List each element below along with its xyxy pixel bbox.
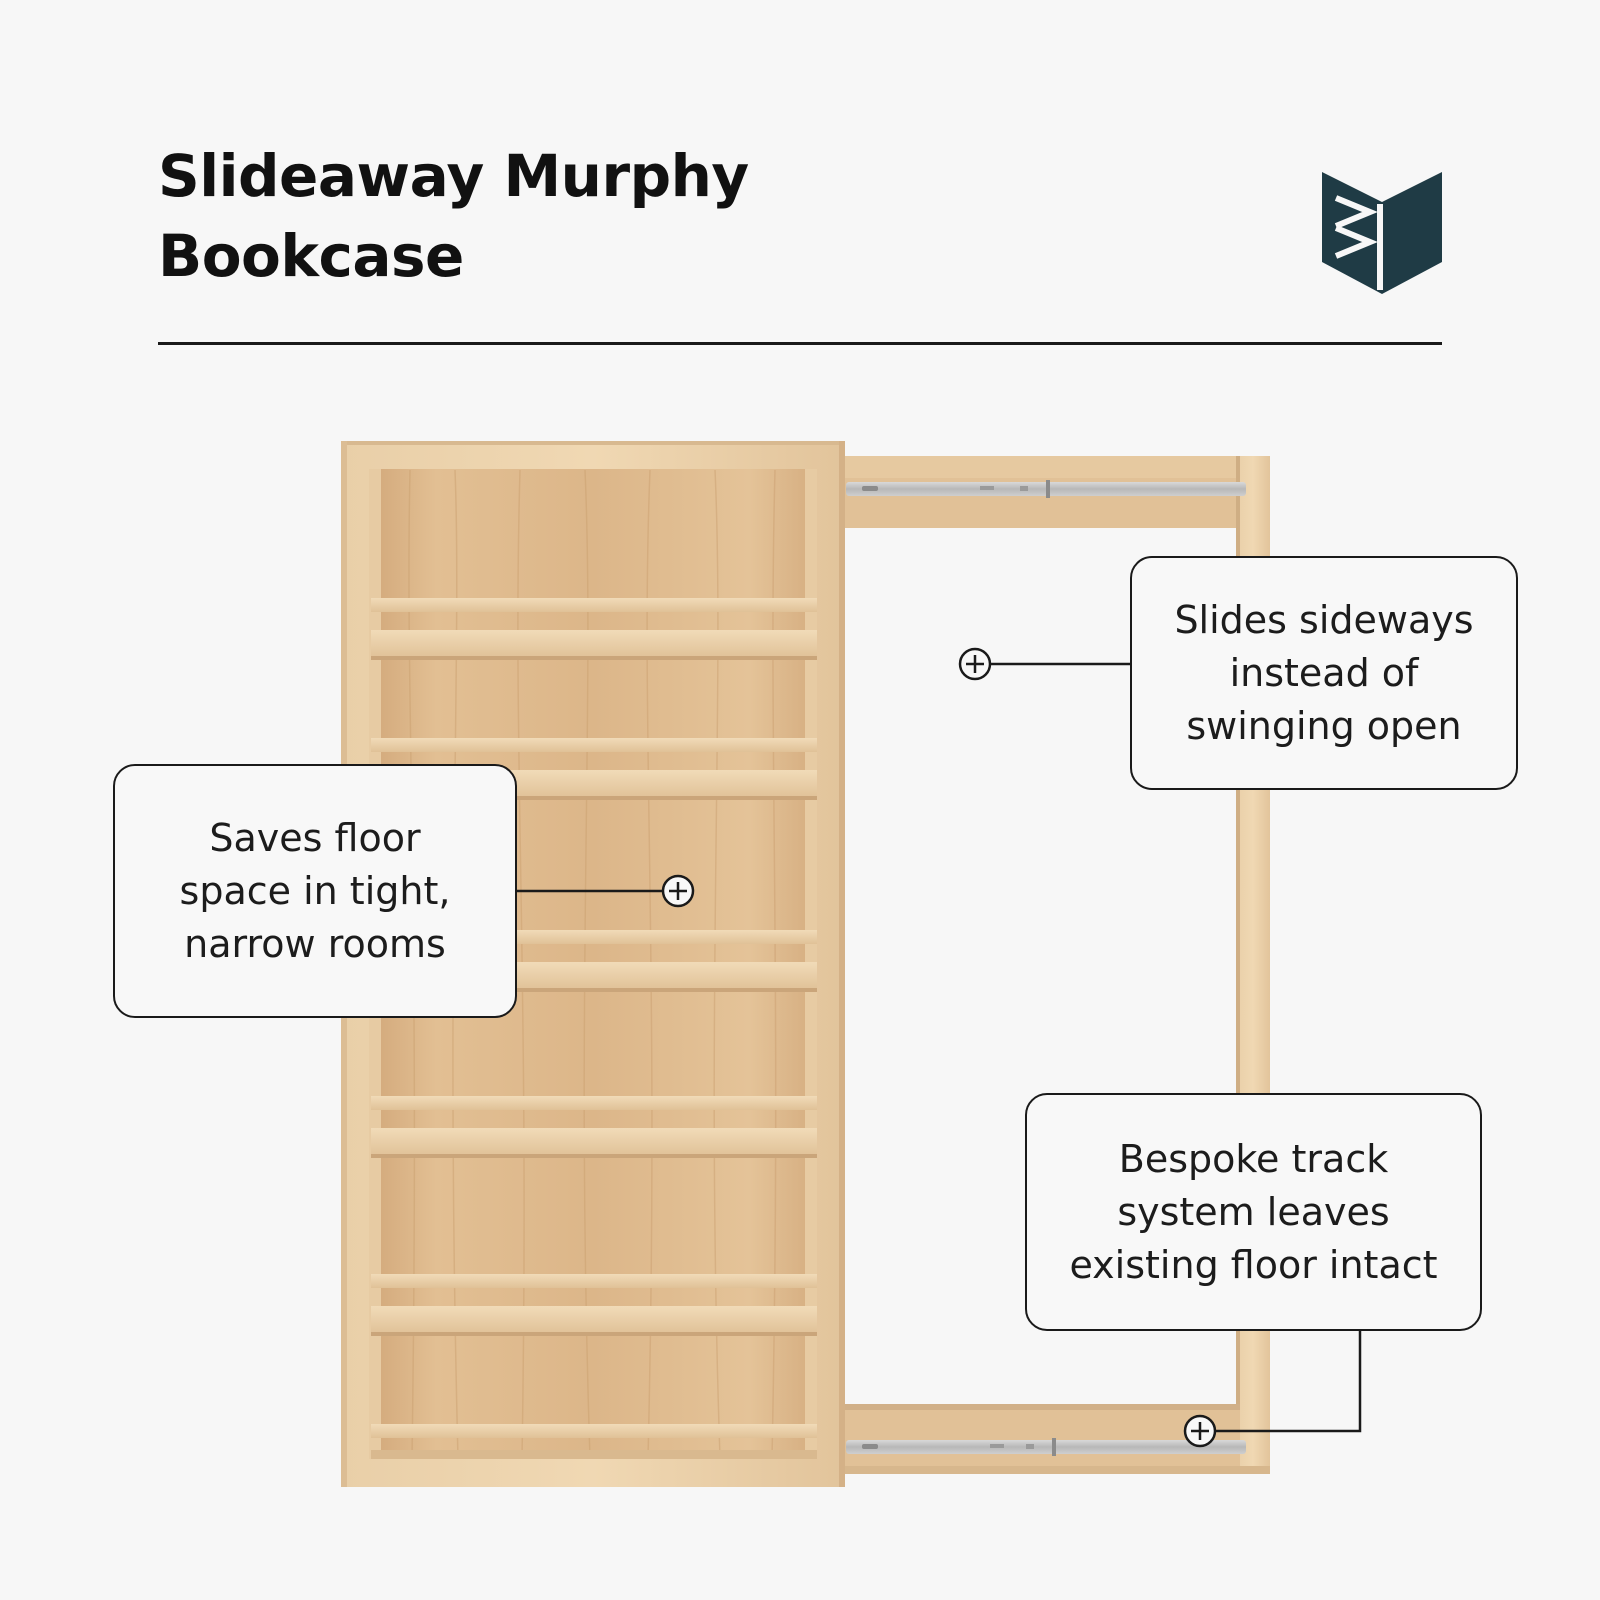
page-title: Slideaway Murphy Bookcase — [158, 136, 749, 296]
plus-circle-icon[interactable] — [1183, 1414, 1217, 1448]
callout-text-line: Saves floor — [209, 815, 421, 860]
callout-text-line: narrow rooms — [184, 921, 446, 966]
callout-text-line: space in tight, — [179, 868, 451, 913]
callout-slides-sideways: Slides sideways instead of swinging open — [1130, 556, 1518, 790]
callout-text-line: existing floor intact — [1069, 1242, 1438, 1287]
callout-bespoke-track: Bespoke track system leaves existing flo… — [1025, 1093, 1482, 1331]
callout-connectors — [517, 662, 1362, 1433]
bottom-track-rail — [846, 1438, 1246, 1456]
callout-text-line: Slides sideways — [1174, 597, 1474, 642]
top-track-rail — [846, 480, 1246, 498]
shelf — [371, 598, 817, 660]
callout-text-line: instead of — [1229, 650, 1419, 695]
connector-track — [1214, 1331, 1362, 1433]
shelf — [371, 1096, 817, 1158]
plus-circle-icon[interactable] — [661, 874, 695, 908]
callout-text-line: Bespoke track — [1118, 1136, 1389, 1181]
callout-text-line: swinging open — [1186, 703, 1462, 748]
callout-text-line: system leaves — [1117, 1189, 1390, 1234]
callout-saves-floor-space: Saves floor space in tight, narrow rooms — [113, 764, 517, 1018]
shelf — [371, 1424, 817, 1459]
plus-circle-icon[interactable] — [958, 647, 992, 681]
page-title-line-2: Bookcase — [158, 222, 464, 290]
shelf — [371, 1274, 817, 1336]
page-title-line-1: Slideaway Murphy — [158, 142, 749, 210]
bookcase-logo-icon — [1322, 172, 1442, 294]
header-divider — [158, 342, 1442, 345]
